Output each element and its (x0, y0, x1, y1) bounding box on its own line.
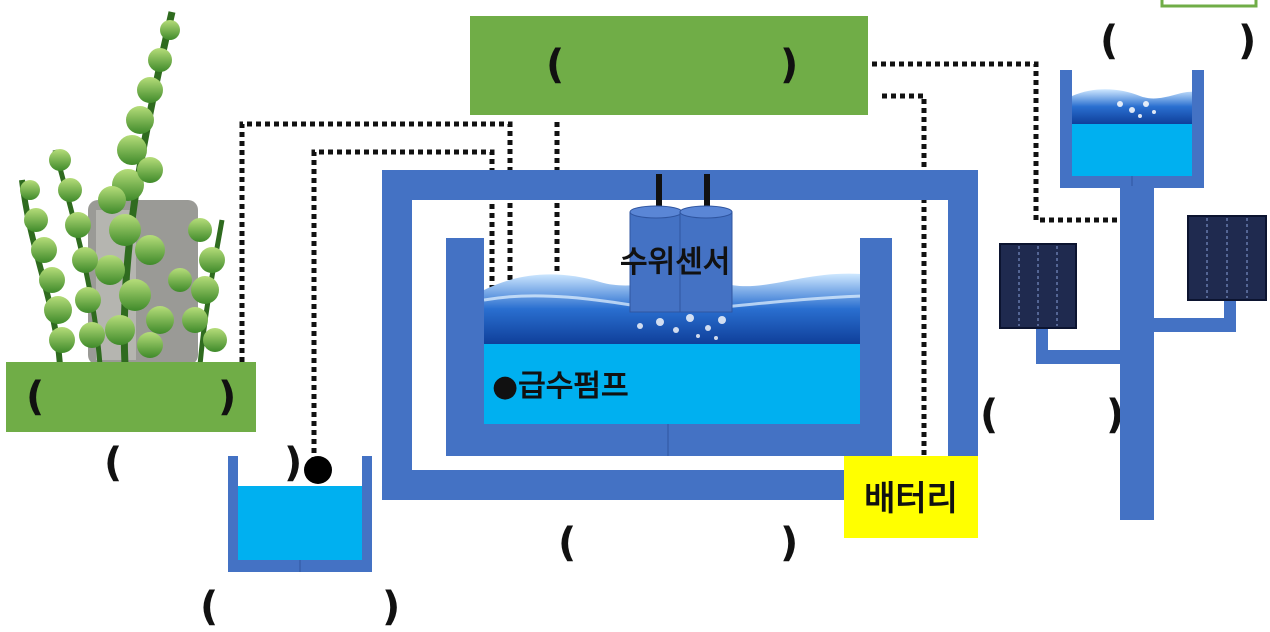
controller-box: ( ) (470, 16, 868, 115)
main-tank-blank: ( ) (558, 520, 798, 566)
wire-rooftop (872, 61, 1124, 223)
small-pump-dot (304, 456, 332, 484)
main-water-tank (446, 238, 892, 456)
blank-open-paren: ( (1100, 18, 1118, 64)
below-plant-blank: ( ) (104, 440, 302, 486)
battery: 배터리 (844, 456, 978, 538)
water-level-sensor: 수위센서 (620, 174, 733, 313)
water-level-sensor-label: 수위센서 (620, 245, 730, 280)
blank-close-paren: ) (780, 520, 798, 566)
solar-panel-right (1187, 215, 1267, 301)
plant-image (19, 11, 227, 366)
solar-tower (1036, 186, 1236, 520)
wire-plant (239, 121, 513, 374)
small-water-tank (228, 456, 372, 572)
blank-open-paren: ( (546, 42, 564, 88)
dotted-wires (239, 61, 1124, 462)
battery-label: 배터리 (864, 479, 958, 519)
solar-panel-left (999, 243, 1077, 329)
blank-close-paren: ) (284, 440, 302, 486)
blank-open-paren: ( (26, 374, 44, 420)
corner-frame (1160, 0, 1258, 8)
small-tank-blank: ( ) (200, 584, 400, 630)
blank-open-paren: ( (558, 520, 576, 566)
blank-open-paren: ( (104, 440, 122, 486)
blank-open-paren: ( (200, 584, 218, 630)
wire-small-pump (311, 149, 495, 462)
supply-pump-label: ●급수펌프 (492, 369, 629, 404)
blank-close-paren: ) (1106, 392, 1124, 438)
rooftop-water-tank (1060, 70, 1204, 188)
wire-battery (882, 93, 927, 456)
greenhouse-frame (382, 170, 978, 500)
rooftop-tank-blank: ( ) (1100, 18, 1256, 64)
blank-close-paren: ) (382, 584, 400, 630)
blank-open-paren: ( (980, 392, 998, 438)
blank-close-paren: ) (218, 374, 236, 420)
blank-close-paren: ) (1238, 18, 1256, 64)
plant-box: ( ) (6, 362, 256, 432)
blank-close-paren: ) (780, 42, 798, 88)
right-of-tank-blank: ( ) (980, 392, 1124, 438)
